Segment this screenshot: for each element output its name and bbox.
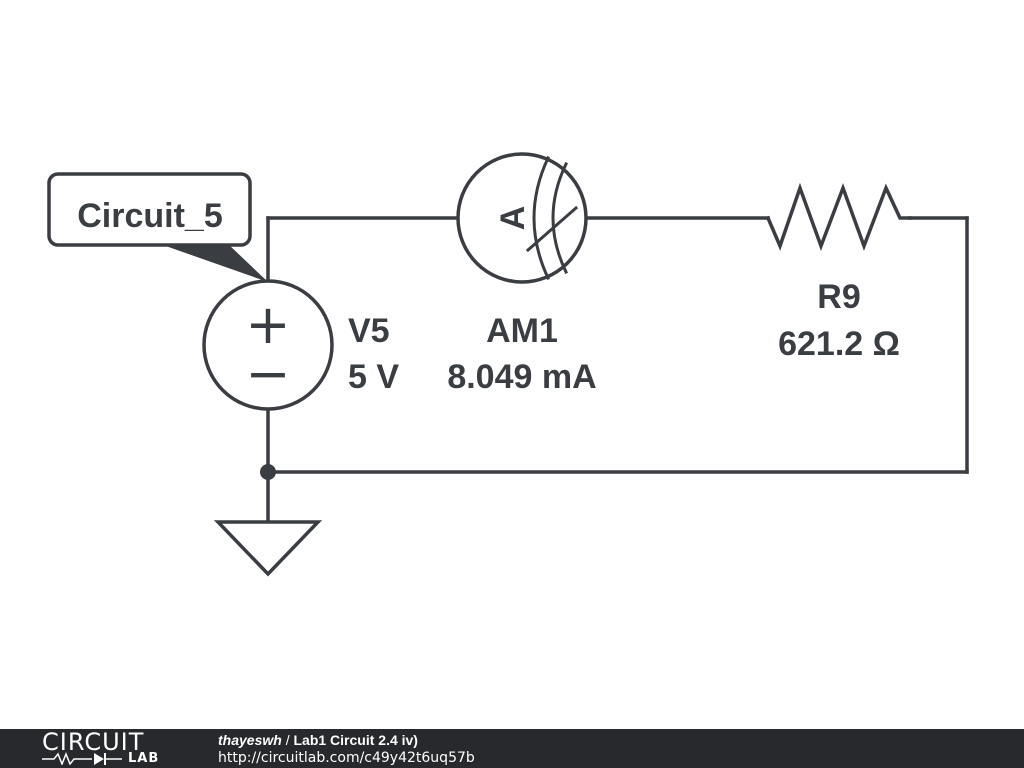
logo-circuit-text: CIRCUIT — [42, 728, 145, 756]
voltage-source-minus-icon: − — [245, 342, 290, 405]
author-name[interactable]: thayeswh — [218, 732, 282, 748]
voltage-source-value: 5 V — [348, 358, 399, 396]
junction-dot — [260, 464, 276, 480]
ammeter-scale-arc-2 — [551, 161, 569, 275]
logo-lab-text: LAB — [128, 751, 160, 766]
circuit-schematic: + − A V5 5 V AM1 8.049 mA R9 621.2 Ω Cir… — [47, 152, 969, 577]
ammeter-name: AM1 — [486, 312, 558, 350]
circuit-credit: thayeswh / Lab1 Circuit 2.4 iv) — [218, 732, 418, 748]
resistor-symbol — [765, 182, 912, 252]
circuit-title[interactable]: Lab1 Circuit 2.4 iv) — [293, 732, 418, 748]
resistor-value: 621.2 Ω — [778, 325, 900, 363]
voltage-source-symbol: + − — [202, 279, 334, 411]
logo-resistor-icon — [42, 751, 122, 765]
ammeter-needle — [525, 205, 579, 253]
circuit-tag-box — [47, 172, 252, 247]
credit-separator: / — [281, 732, 294, 748]
ground-symbol — [213, 520, 323, 577]
wires — [266, 216, 969, 524]
circuit-url[interactable]: http://circuitlab.com/c49y42t6uq57b — [218, 750, 475, 766]
ammeter-scale-arc-1 — [532, 156, 550, 280]
voltage-source-name: V5 — [348, 312, 390, 350]
circuit-tag-pointer — [160, 244, 268, 282]
circuit-tag: Circuit_5 — [47, 172, 268, 282]
ammeter-symbol: A — [456, 152, 588, 284]
footer-bar: CIRCUIT LAB thayeswh / Lab1 Circuit 2.4 … — [0, 729, 1024, 768]
ammeter-value: 8.049 mA — [447, 358, 596, 396]
circuit-tag-label: Circuit_5 — [77, 197, 223, 235]
ammeter-a-icon: A — [494, 206, 532, 231]
resistor-name: R9 — [817, 278, 860, 316]
voltage-source-plus-icon: + — [245, 293, 290, 356]
